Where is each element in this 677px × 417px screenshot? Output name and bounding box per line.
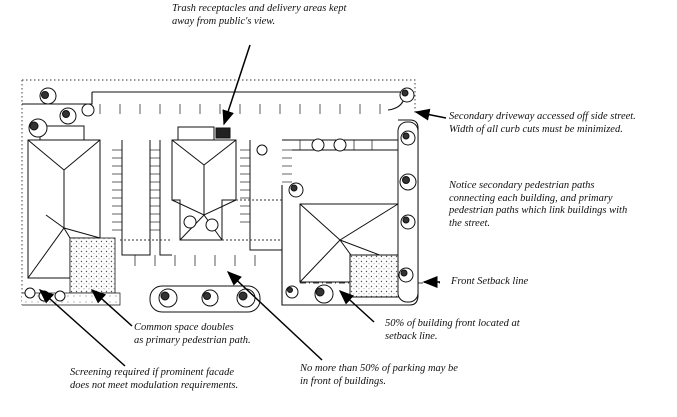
building-east bbox=[299, 203, 401, 298]
leader-arrows bbox=[38, 44, 447, 367]
property-boundary bbox=[21, 79, 416, 305]
parking-stalls bbox=[99, 104, 381, 266]
annotation-pedestrian-paths: Notice secondary pedestrian paths connec… bbox=[449, 180, 628, 229]
street-edges bbox=[22, 91, 406, 111]
annotation-parking-limit: No more than 50% of parking may be in fr… bbox=[300, 363, 458, 387]
annotation-screening: Screening required if prominent facade d… bbox=[70, 367, 239, 391]
annotation-secondary-driveway: Secondary driveway accessed off side str… bbox=[449, 111, 636, 135]
pedestrian-paths bbox=[120, 199, 282, 241]
building-west bbox=[27, 125, 101, 279]
annotation-trash-receptacles: Trash receptacles and delivery areas kep… bbox=[172, 3, 347, 27]
annotation-front-setback-line: Front Setback line bbox=[451, 276, 529, 287]
annotation-building-front: 50% of building front located at setback… bbox=[385, 318, 520, 342]
annotation-common-space: Common space doubles as primary pedestri… bbox=[134, 322, 251, 346]
building-center bbox=[171, 126, 237, 241]
trees bbox=[24, 87, 417, 308]
